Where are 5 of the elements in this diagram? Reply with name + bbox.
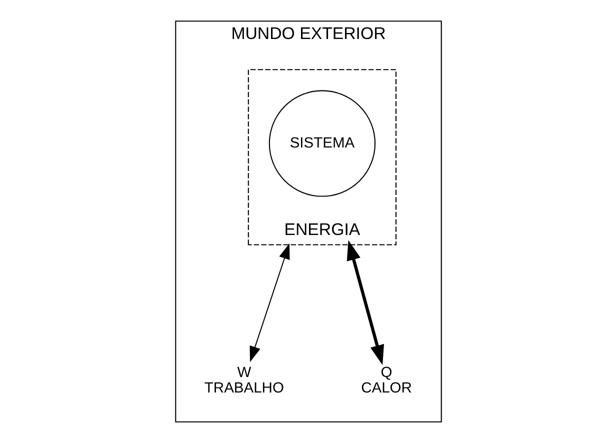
arrow <box>249 243 290 362</box>
node-circle: SISTEMA <box>268 90 376 197</box>
node-text: Q CALOR <box>360 364 412 397</box>
arrow <box>346 240 384 366</box>
node-text: W TRABALHO <box>204 364 284 397</box>
